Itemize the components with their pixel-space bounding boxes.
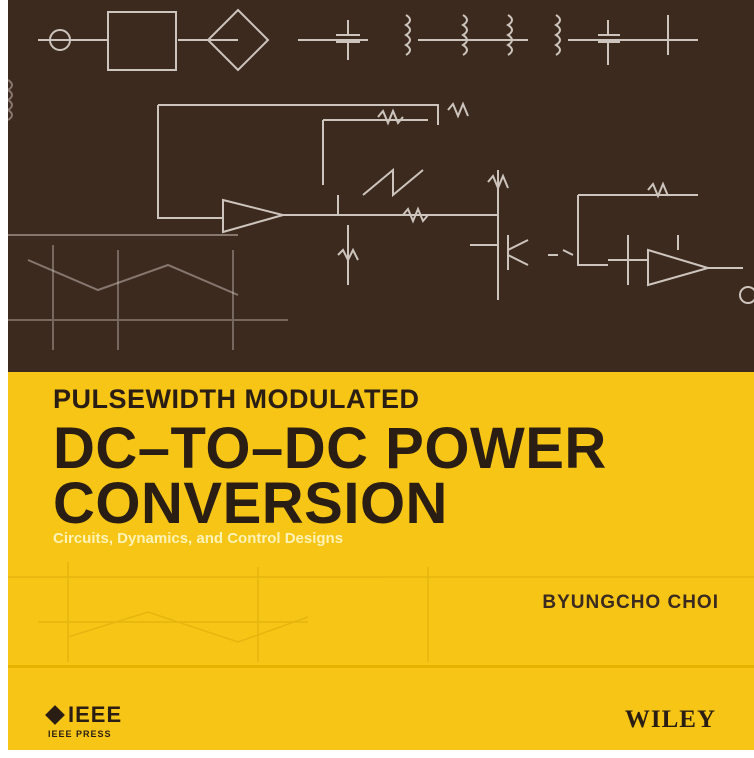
author-name: BYUNGCHO CHOI (542, 592, 719, 613)
book-subtitle: Circuits, Dynamics, and Control Designs (53, 530, 344, 547)
title-line-3: CONVERSION (53, 471, 448, 536)
title-line-1: PULSEWIDTH MODULATED (53, 384, 420, 414)
title-panel: PULSEWIDTH MODULATED DC–TO–DC POWER CONV… (8, 372, 754, 750)
circuit-diagram-art (8, 8, 754, 350)
circuit-illustration (8, 0, 754, 372)
ieee-logo-text: IEEE (68, 702, 123, 727)
book-cover: PULSEWIDTH MODULATED DC–TO–DC POWER CONV… (8, 0, 754, 750)
ghost-grid-art (8, 562, 754, 662)
ieee-press-label: IEEE PRESS (48, 729, 112, 739)
ieee-diamond-icon (45, 705, 65, 725)
wiley-logo: WILEY (624, 706, 716, 733)
divider-line (8, 665, 754, 668)
title-line-2: DC–TO–DC POWER (53, 416, 607, 481)
ieee-press-logo: IEEE IEEE PRESS (45, 702, 123, 739)
